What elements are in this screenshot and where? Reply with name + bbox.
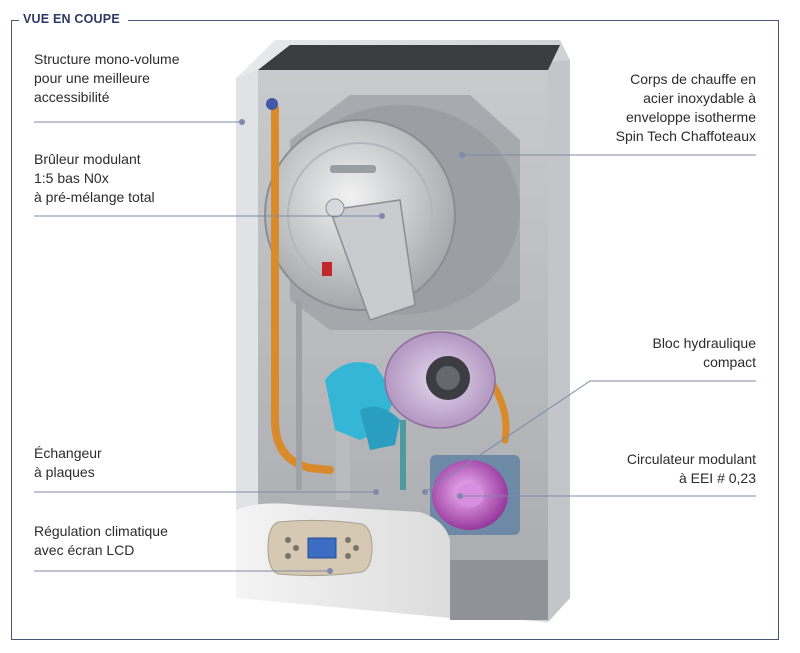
label-structure: Structure mono-volume pour une meilleure… (34, 51, 180, 105)
frame-top-right (128, 20, 779, 21)
leader-structure-dot (239, 119, 245, 125)
label-bloc: Bloc hydraulique compact (652, 335, 756, 370)
leader-lines (34, 119, 756, 574)
fan-duct-icon (325, 362, 400, 450)
label-corps: Corps de chauffe en acier inoxydable à e… (615, 71, 756, 144)
leader-bloc (424, 380, 756, 493)
section-title: VUE EN COUPE (23, 12, 120, 26)
leader-bruleur-dot (379, 213, 385, 219)
burner-icon (264, 119, 456, 321)
label-regulation: Régulation climatique avec écran LCD (34, 523, 168, 558)
frame-top-left (11, 20, 19, 21)
label-echangeur: Échangeur à plaques (34, 445, 102, 480)
label-circulateur: Circulateur modulant à EEI # 0,23 (626, 451, 756, 486)
leader-echangeur-dot (373, 489, 379, 495)
leader-regulation-dot (327, 568, 333, 574)
lcd-control-panel (267, 519, 373, 577)
leader-bloc-dot (422, 489, 428, 495)
leader-corps-dot (459, 152, 465, 158)
label-bruleur: Brûleur modulant 1:5 bas N0x à pré-mélan… (34, 151, 155, 205)
leader-circulateur-dot (457, 493, 463, 499)
section-frame (11, 20, 779, 640)
fan-icon (384, 331, 496, 429)
pump-icon (430, 455, 520, 535)
water-pipes-icon (296, 300, 406, 500)
